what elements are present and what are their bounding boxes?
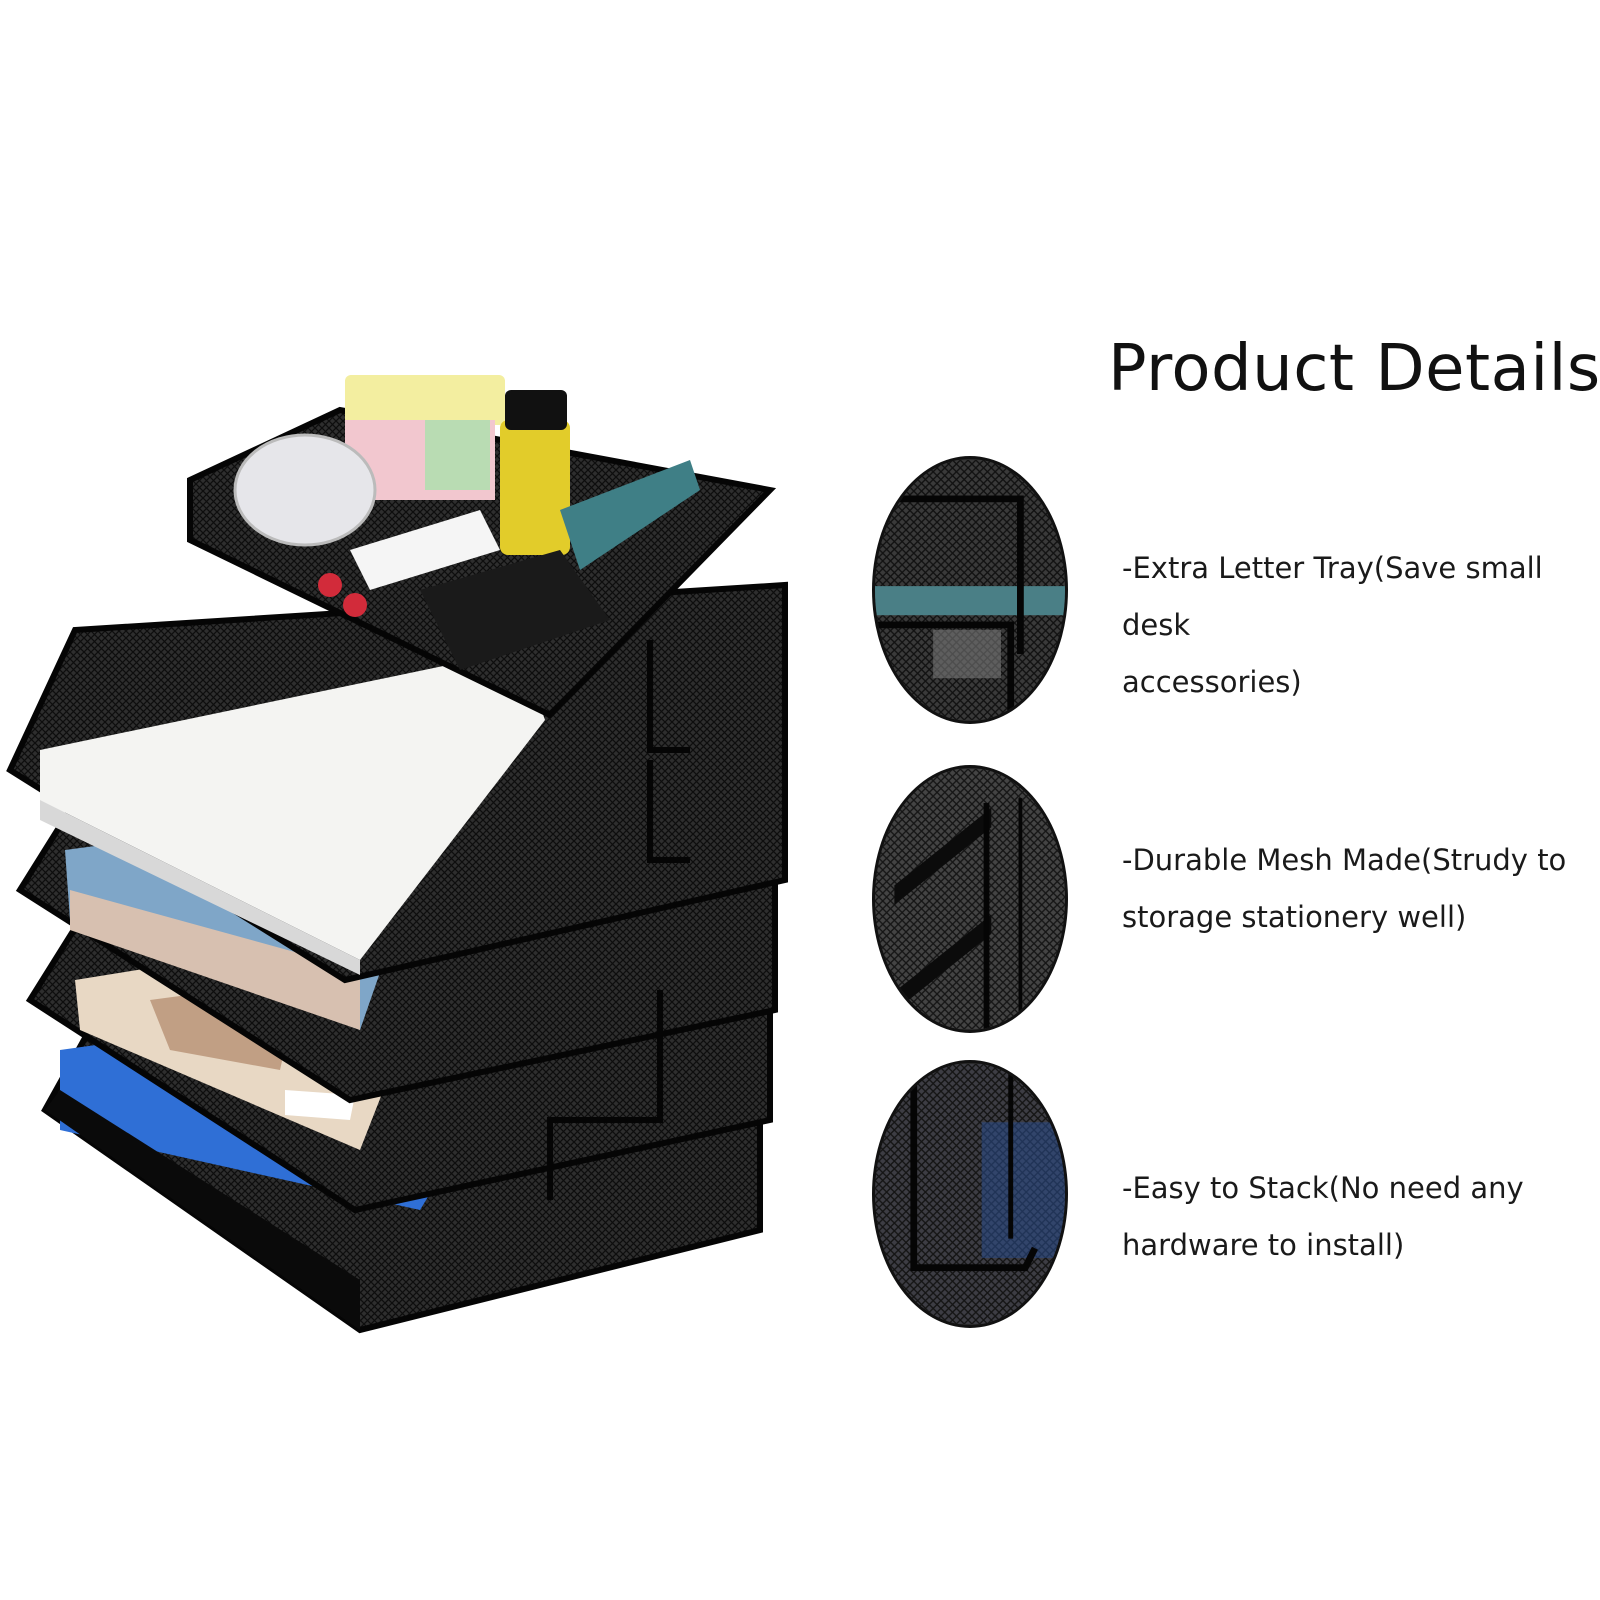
feature-text-line: hardware to install): [1122, 1228, 1405, 1262]
feature-text-line: storage stationery well): [1122, 900, 1467, 934]
feature-durable-mesh: -Durable Mesh Made(Strudy to storage sta…: [1122, 832, 1582, 946]
zoom-circle-mesh: [872, 765, 1068, 1033]
zoom-circle-tray-top: [872, 456, 1068, 724]
extra-letter-tray: [187, 375, 777, 719]
zoom-circle-handle: [872, 1060, 1068, 1328]
mesh-tray-stack-icon: [6, 375, 788, 1334]
page-title: Product Details: [1108, 332, 1600, 406]
feature-text-line: -Easy to Stack(No need any: [1122, 1171, 1524, 1205]
tray-top-detail-icon: [875, 460, 1065, 720]
feature-text-line: accessories): [1122, 665, 1302, 699]
feature-text-line: -Extra Letter Tray(Save small desk: [1122, 551, 1543, 642]
stack-handles: [547, 640, 690, 1200]
tray-1: [6, 581, 788, 984]
mesh-detail-icon: [875, 769, 1065, 1029]
stack-handle-detail-icon: [875, 1064, 1065, 1324]
feature-extra-letter-tray: -Extra Letter Tray(Save small desk acces…: [1122, 540, 1582, 711]
feature-easy-to-stack: -Easy to Stack(No need any hardware to i…: [1122, 1160, 1582, 1274]
feature-text-line: -Durable Mesh Made(Strudy to: [1122, 843, 1567, 877]
